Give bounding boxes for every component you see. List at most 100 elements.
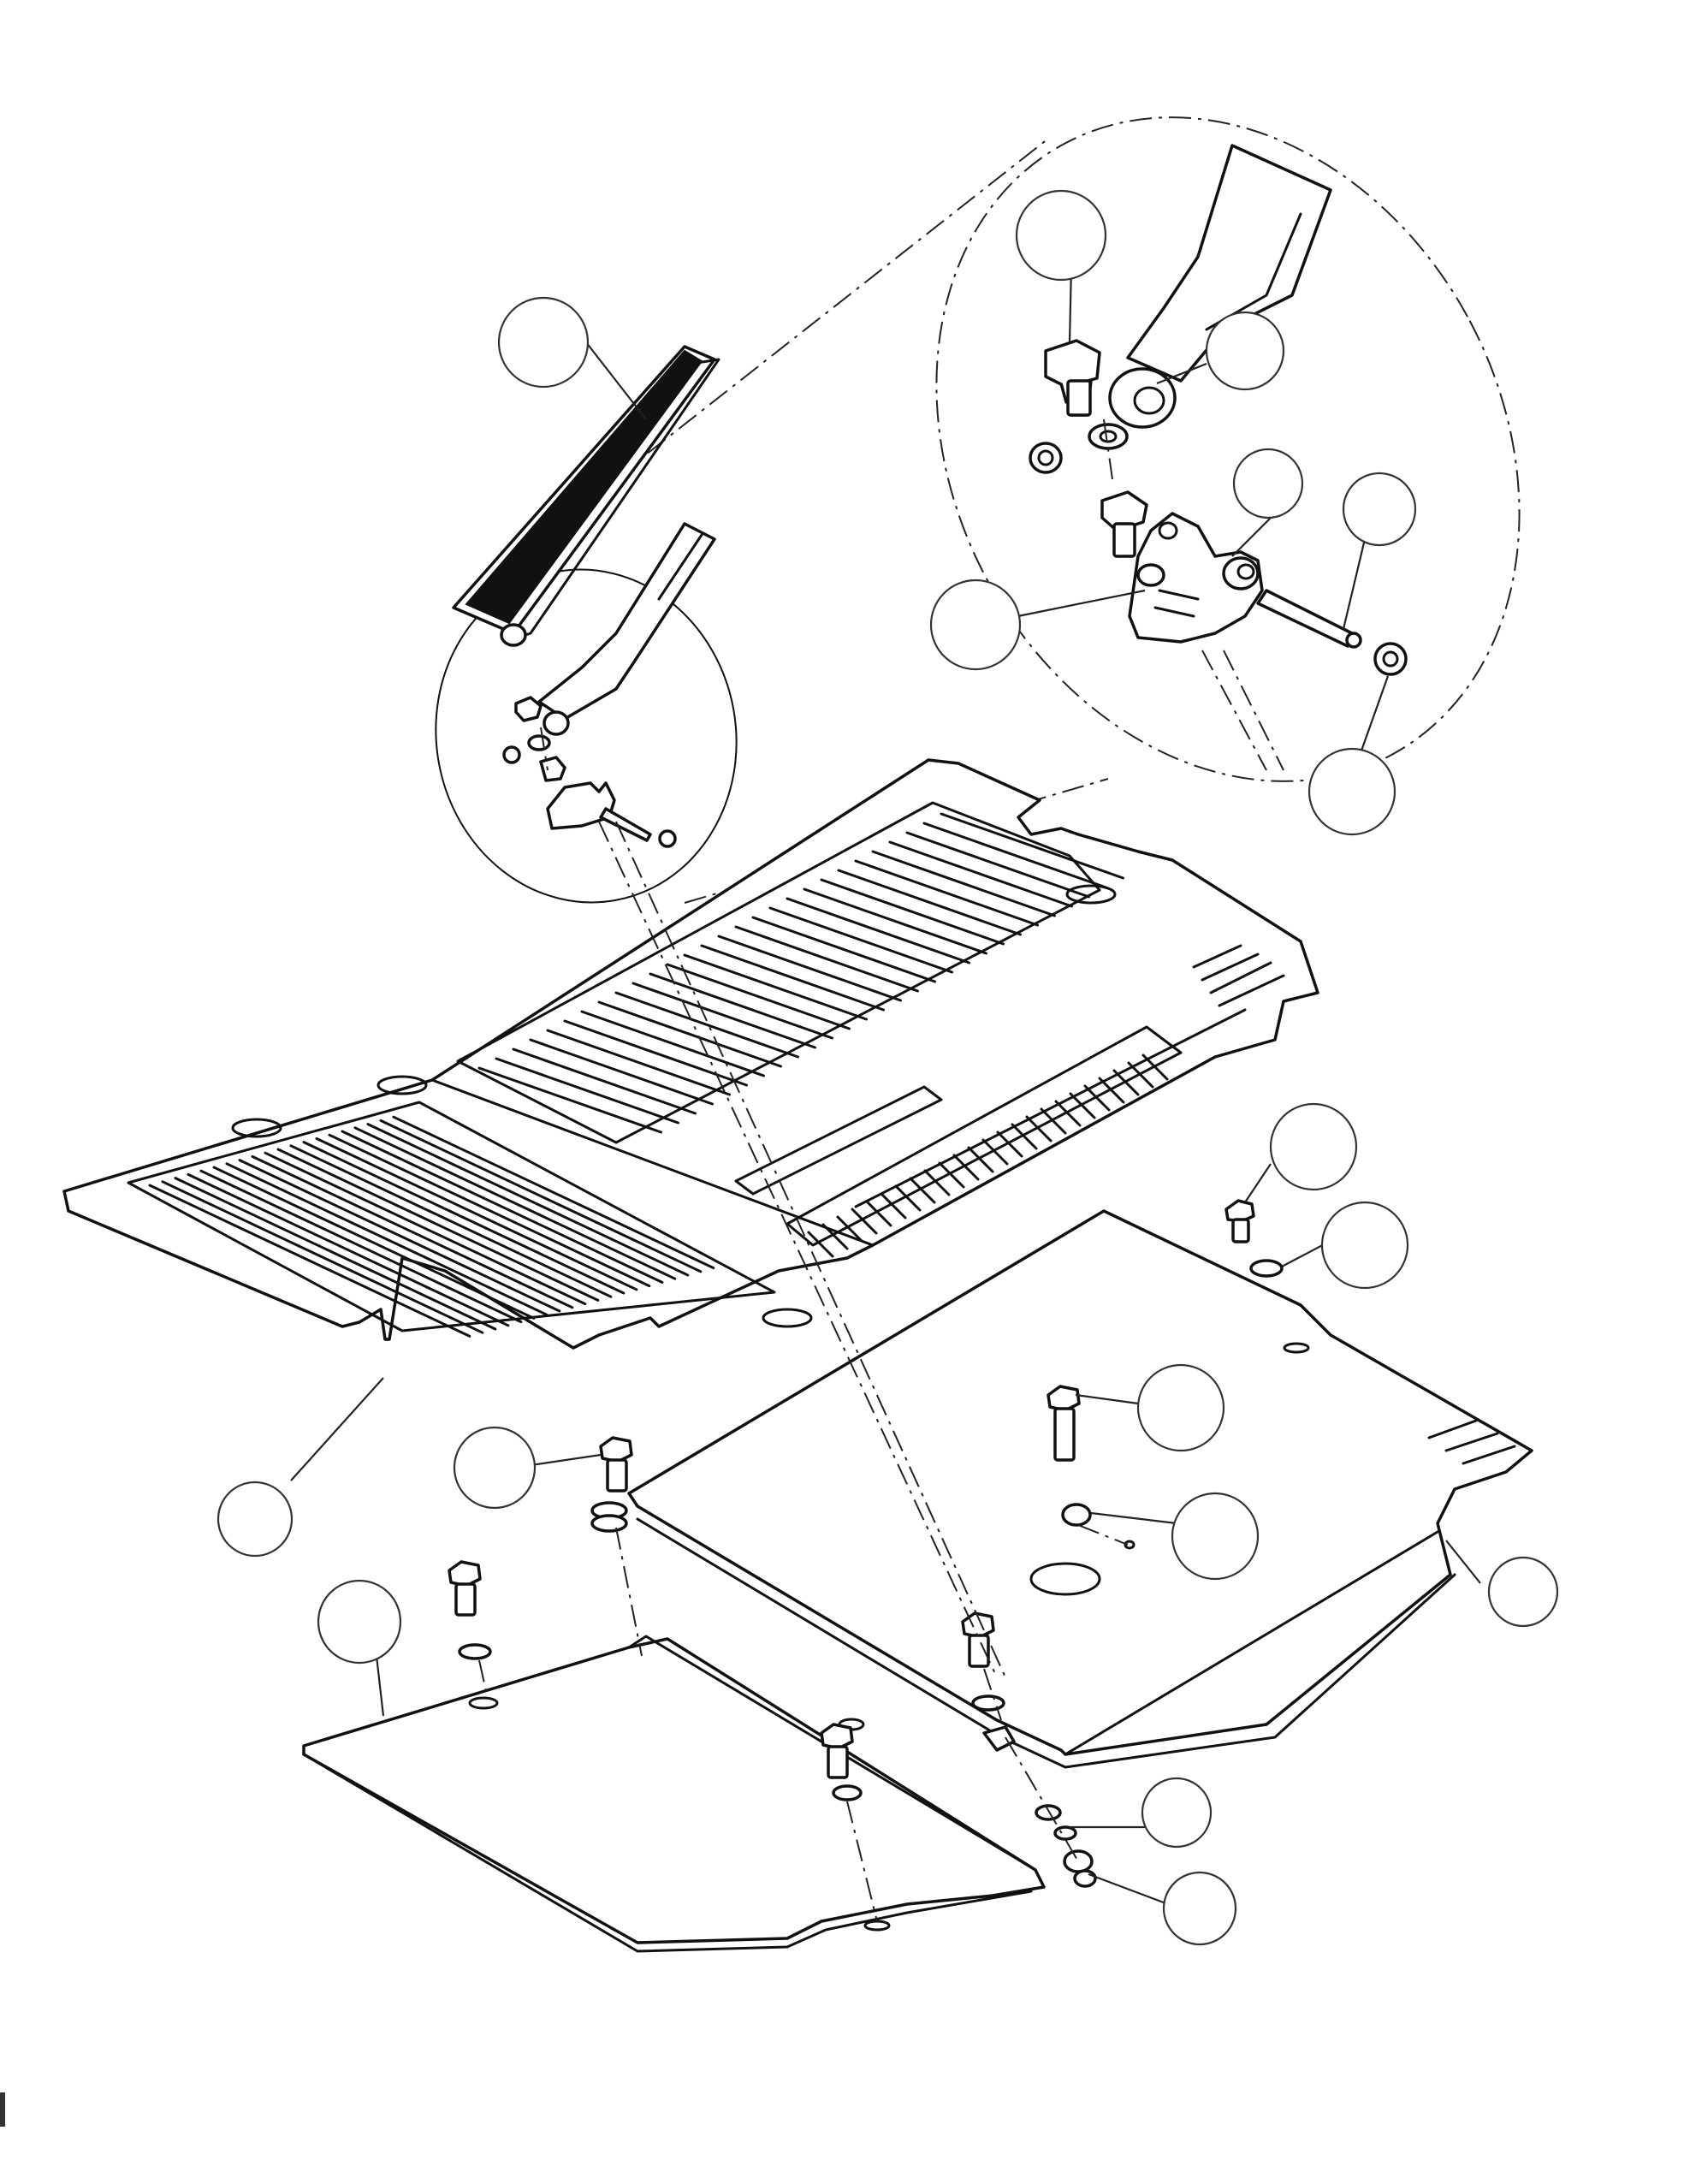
mat-groove	[821, 1223, 849, 1250]
enlarged-pin-clip	[1373, 642, 1408, 676]
mat-groove	[1127, 1061, 1154, 1089]
floor-mat	[62, 758, 1319, 1350]
mat-groove	[649, 972, 833, 1040]
mat-groove	[854, 859, 1039, 927]
callout-6	[929, 579, 1146, 671]
mat-groove	[996, 1131, 1023, 1158]
mat-groove	[315, 1137, 638, 1291]
mat-groove	[328, 1133, 651, 1288]
mat-groove	[512, 1047, 697, 1115]
mat-groove	[734, 925, 919, 993]
fasteners	[448, 821, 1284, 1922]
mat-groove	[353, 1126, 677, 1280]
mat-groove	[289, 1144, 613, 1298]
mat-groove	[683, 953, 868, 1021]
mat-groove	[276, 1148, 600, 1302]
mat-groove	[1011, 1123, 1038, 1150]
mat-groove	[251, 1154, 574, 1309]
scan-edge-mark	[0, 2092, 5, 2127]
enlarged-bolt	[1044, 339, 1101, 417]
callouts	[216, 189, 1559, 1946]
mat-groove	[700, 944, 885, 1012]
mat-groove	[786, 897, 970, 964]
mat-groove	[1054, 1100, 1082, 1127]
callout-5	[1342, 472, 1417, 630]
mat-groove	[938, 1161, 965, 1189]
mat-groove	[952, 1154, 980, 1181]
mat-groove	[379, 1119, 703, 1273]
mat-groove	[836, 1215, 863, 1243]
mat-groove	[751, 916, 936, 983]
bolt-a	[599, 1436, 633, 1493]
bolt-b	[448, 1560, 482, 1617]
callout-7	[1307, 675, 1396, 836]
enlarged-bolt-2	[1100, 490, 1148, 558]
mat-groove	[981, 1138, 1009, 1166]
callout-3	[1156, 311, 1285, 391]
enlarged-washer-1	[1088, 423, 1129, 450]
mat-groove	[837, 869, 1022, 936]
mat-groove	[666, 963, 851, 1030]
callout-10	[1244, 1102, 1358, 1203]
mat-groove	[1083, 1084, 1111, 1112]
mat-groove	[199, 1169, 523, 1324]
mat-groove	[614, 991, 799, 1059]
bolt-f	[1224, 1199, 1255, 1243]
mat-groove	[392, 1115, 715, 1270]
bolt-e	[1047, 1385, 1081, 1462]
mat-groove	[880, 1192, 907, 1220]
mat-groove	[546, 1029, 731, 1096]
mat-groove	[1141, 1053, 1169, 1081]
callout-12	[1075, 1363, 1225, 1452]
mat-groove	[161, 1180, 484, 1334]
callout-16	[1070, 1777, 1213, 1849]
mat-groove	[1025, 1115, 1052, 1142]
mat-groove	[922, 822, 1107, 889]
callout-14	[1445, 1540, 1559, 1628]
bolt-c	[961, 1611, 995, 1668]
callout-11	[1281, 1201, 1409, 1290]
mat-groove	[495, 1057, 679, 1125]
enlarged-nut	[1029, 442, 1063, 474]
mat-groove	[923, 1169, 951, 1196]
mat-groove	[851, 1208, 878, 1235]
mat-groove	[940, 812, 1124, 880]
mat-groove	[174, 1177, 497, 1331]
mat-groove	[768, 906, 953, 974]
mat-groove	[366, 1123, 690, 1277]
mat-groove	[807, 1231, 834, 1258]
mat-groove	[632, 982, 816, 1049]
mat-groove	[238, 1159, 561, 1313]
mat-groove	[717, 935, 902, 1002]
front-floor-plate	[302, 1635, 1046, 1953]
bolt-d	[820, 1723, 854, 1779]
mat-groove	[477, 1066, 662, 1134]
mat-groove	[302, 1141, 626, 1295]
mat-groove	[148, 1184, 471, 1338]
mat-groove	[888, 840, 1073, 908]
pedal-assembly	[435, 345, 738, 904]
callout-4	[1231, 448, 1304, 557]
mat-groove	[529, 1038, 714, 1106]
mat-groove	[187, 1172, 510, 1327]
callout-1	[497, 296, 647, 420]
enlarged-hinge-bracket	[1128, 512, 1362, 649]
mat-groove	[865, 1200, 892, 1227]
mat-groove	[1040, 1107, 1067, 1135]
mat-groove	[871, 850, 1056, 917]
mat-groove	[264, 1151, 587, 1306]
mat-groove	[597, 1000, 782, 1068]
mat-groove	[341, 1130, 664, 1284]
mat-groove	[225, 1162, 548, 1316]
accelerator-pedal	[452, 345, 720, 647]
callout-15	[317, 1579, 402, 1717]
detail-ellipse	[935, 116, 1521, 782]
mat-groove	[803, 887, 987, 955]
mat-groove	[909, 1177, 936, 1204]
mat-groove	[580, 1010, 765, 1077]
enlarged-pedal-arm	[1108, 144, 1332, 429]
callout-2	[1015, 189, 1107, 343]
mat-groove	[1112, 1069, 1140, 1096]
mat-groove	[212, 1166, 536, 1320]
